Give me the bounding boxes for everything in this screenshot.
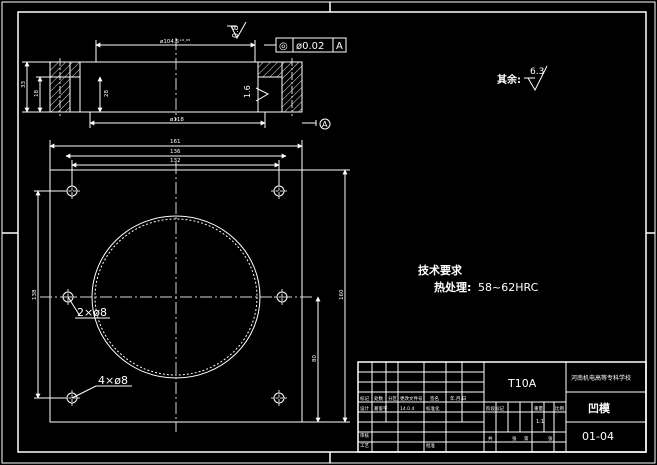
scale-value: 1:1	[536, 419, 544, 425]
plan-view-text: 161 136 132 138 160 80 2×ø8 4×ø8	[32, 139, 345, 387]
bolt-holes	[60, 183, 290, 406]
design-date: 14.0.4	[400, 406, 414, 412]
roughness-top-icon	[227, 21, 247, 40]
review-label: 审核	[360, 432, 369, 439]
heat-value: 58~62HRC	[478, 281, 539, 294]
roughness-symbol-icon	[524, 65, 548, 92]
tolerance-datum: A	[336, 41, 343, 52]
title-block-text: T10A 河南机电高等专科学校 凹模 01-04 标记 处数 分区 更改文件号 …	[360, 374, 631, 449]
sheet-total-unit: 张	[512, 435, 517, 442]
hatch-right-inner	[257, 61, 283, 78]
school-text: 河南机电高等专科学校	[571, 374, 631, 382]
other-roughness-label: 其余:	[497, 73, 521, 86]
holes-4-label: 4×ø8	[98, 374, 128, 387]
datum-circle-icon	[319, 118, 331, 130]
dim-136-text: 136	[170, 149, 181, 155]
weight-header: 重量	[534, 405, 543, 412]
dim-138-text: 138	[32, 289, 38, 300]
sheet-no-label: 第	[524, 435, 529, 442]
mark-label-2: 分区	[388, 395, 397, 402]
roughness-right-text: 1.6	[243, 85, 252, 98]
tolerance-value: ø0.02	[296, 41, 324, 52]
scale-header: 比例	[555, 405, 564, 412]
sheet-total-label: 共	[488, 435, 493, 442]
datum-label: A	[322, 120, 328, 129]
holes-2-label: 2×ø8	[77, 306, 107, 319]
mark-label-5: 年.月.日	[450, 395, 466, 402]
roughness-top-text: 0.8	[231, 25, 240, 38]
other-roughness-value: 6.3	[530, 67, 544, 77]
leader-2x8	[67, 296, 81, 317]
dim-161-text: 161	[170, 139, 181, 145]
title-block	[357, 361, 647, 453]
process-label: 工艺	[360, 443, 369, 449]
title-block-right-grid	[566, 391, 646, 423]
leader-4x8	[71, 385, 97, 399]
title-block-outline	[357, 361, 647, 453]
material-text: T10A	[507, 377, 537, 390]
section-view-text: ø104.5⁺⁰·⁰⁵ ø118 33 18 28 0.8 1.6 ◎ ø0.0…	[21, 25, 343, 129]
dim-bottom-text: ø118	[170, 117, 184, 123]
tech-requirements: 技术要求 热处理: 58~62HRC	[418, 263, 539, 294]
dim-height-inner-text: 18	[34, 90, 40, 97]
design-label: 设计	[360, 405, 369, 412]
title-block-mid-grid	[484, 362, 567, 452]
plan-view	[34, 140, 350, 432]
mark-label-3: 更改文件号	[400, 395, 423, 402]
dim-top-text: ø104.5⁺⁰·⁰⁵	[160, 38, 190, 45]
part-name-text: 凹模	[588, 401, 611, 415]
designer-name: 葛俊宇	[374, 405, 388, 412]
dim-height-outer-text: 33	[21, 81, 27, 88]
dim-80-text: 80	[312, 355, 318, 362]
heat-label: 热处理:	[434, 280, 471, 294]
other-roughness: 其余: 6.3	[497, 65, 548, 92]
drawing-no-text: 01-04	[582, 430, 614, 443]
tech-title: 技术要求	[418, 263, 463, 277]
hatch-left-inner	[69, 61, 81, 78]
stage-header: 阶段标记	[486, 405, 504, 412]
title-block-left-grid	[358, 362, 485, 452]
mark-label-1: 处数	[374, 395, 383, 402]
section-view	[22, 21, 347, 130]
sheet-no-unit: 张	[548, 435, 553, 442]
mark-label-0: 标记	[360, 395, 369, 402]
dim-160-text: 160	[339, 289, 345, 300]
dim-bore-depth-text: 28	[104, 90, 110, 97]
section-outline	[49, 61, 303, 113]
dim-132-text: 132	[170, 158, 181, 164]
approve-label: 批准	[426, 442, 435, 449]
inner-border	[17, 11, 647, 453]
mark-label-4: 签名	[430, 395, 439, 402]
tolerance-symbol-icon: ◎	[279, 41, 288, 52]
standard-label: 标准化	[426, 405, 440, 412]
roughness-right-icon	[255, 87, 270, 102]
